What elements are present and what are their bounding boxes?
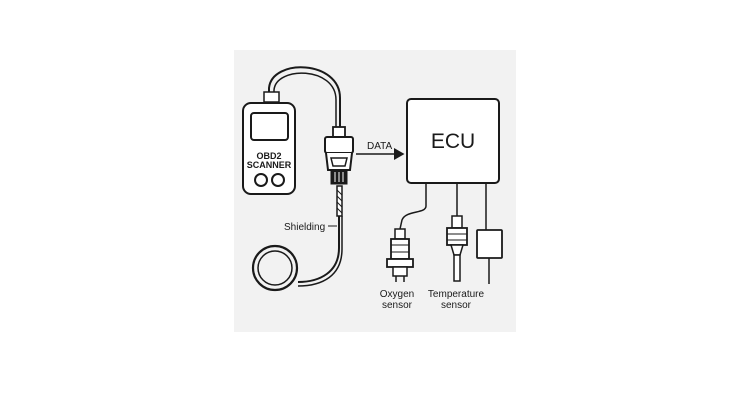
temperature-sensor-label-line2: sensor <box>441 300 472 311</box>
ecu-wires <box>399 183 487 230</box>
oxygen-sensor-label-line2: sensor <box>382 300 413 311</box>
obd2-connector <box>324 126 354 185</box>
cable-coil-inner <box>257 250 293 286</box>
obd2-cable <box>263 66 341 128</box>
cable-coil-outer <box>251 244 299 292</box>
scanner-screen <box>250 112 289 141</box>
temperature-sensor <box>446 215 468 282</box>
ecu-label: ECU <box>431 130 475 153</box>
oxygen-sensor <box>386 228 414 282</box>
ecu-box <box>406 98 500 184</box>
scanner-label-line2: SCANNER <box>247 160 292 170</box>
scanner-button-right <box>271 173 285 187</box>
temperature-sensor-label-line1: Temperature <box>428 289 485 300</box>
scanner-button-left <box>254 173 268 187</box>
ecu-module: ECU <box>406 98 500 184</box>
scanner-label-line1: OBD2 <box>256 151 281 161</box>
unlabeled-module <box>476 229 503 284</box>
data-label: DATA <box>367 141 393 152</box>
shielded-cable <box>251 185 343 292</box>
oxygen-sensor-label-line1: Oxygen <box>380 289 414 300</box>
obd2-scanner: OBD2 SCANNER <box>242 102 296 195</box>
shielding-label: Shielding <box>284 222 325 233</box>
